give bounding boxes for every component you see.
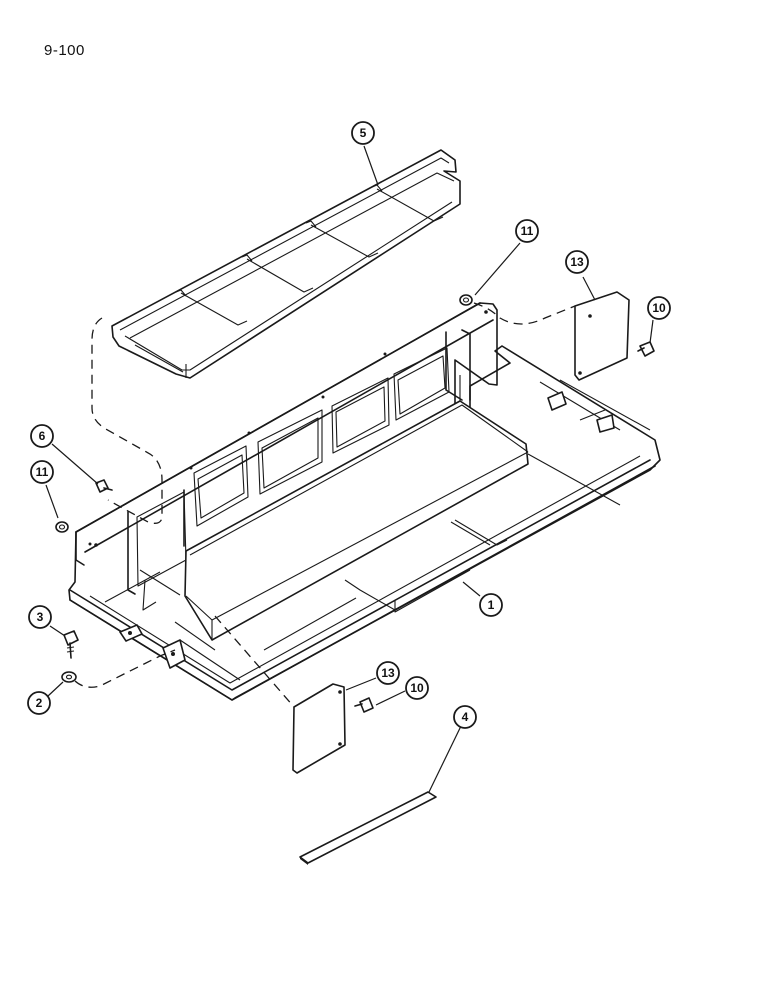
- callout-6-label: 6: [39, 429, 46, 443]
- callout-10-top: 10: [647, 296, 671, 320]
- page-number: 9-100: [44, 42, 85, 59]
- callout-1-label: 1: [488, 598, 495, 612]
- callout-3: 3: [28, 605, 52, 629]
- callout-10-bottom: 10: [405, 676, 429, 700]
- assembly-line-nut-top: [473, 302, 576, 325]
- part-6-bolt: [95, 479, 113, 493]
- part-5-grille-tray: [111, 149, 461, 379]
- assembly-line-cover-bottom: [214, 615, 295, 708]
- assembly-line-grille: [91, 317, 163, 524]
- part-10-bolt-top: [637, 341, 655, 357]
- part-3-bolt: [63, 630, 79, 659]
- part-11-nut-top: [459, 294, 473, 306]
- callout-1: 1: [479, 593, 503, 617]
- callout-11-left: 11: [30, 460, 54, 484]
- callout-11-top-label: 11: [521, 224, 534, 238]
- callout-13-bottom-label: 13: [381, 666, 395, 680]
- part-10-bolt-bottom: [354, 697, 374, 713]
- callout-11-left-label: 11: [36, 465, 49, 479]
- callout-10-top-label: 10: [652, 301, 666, 315]
- callout-2: 2: [27, 691, 51, 715]
- callout-11-top: 11: [515, 219, 539, 243]
- callout-13-top-label: 13: [570, 255, 584, 269]
- callout-3-label: 3: [37, 610, 44, 624]
- callout-13-bottom: 13: [376, 661, 400, 685]
- part-13-cover-plate-top: [574, 291, 630, 381]
- assembly-line-washer: [74, 649, 176, 688]
- callout-4: 4: [453, 705, 477, 729]
- part-13-cover-plate-bottom: [292, 683, 346, 774]
- part-2-washer: [61, 671, 77, 683]
- callout-10-bottom-label: 10: [410, 681, 424, 695]
- callout-5: 5: [351, 121, 375, 145]
- callout-4-label: 4: [462, 710, 469, 724]
- part-4-strip: [299, 791, 437, 865]
- part-1-tray-housing: [68, 302, 661, 701]
- part-11-nut-left: [55, 521, 69, 533]
- callout-13-top: 13: [565, 250, 589, 274]
- leader-lines: [45, 145, 654, 793]
- callout-2-label: 2: [36, 696, 43, 710]
- callout-5-label: 5: [360, 126, 367, 140]
- callout-6: 6: [30, 424, 54, 448]
